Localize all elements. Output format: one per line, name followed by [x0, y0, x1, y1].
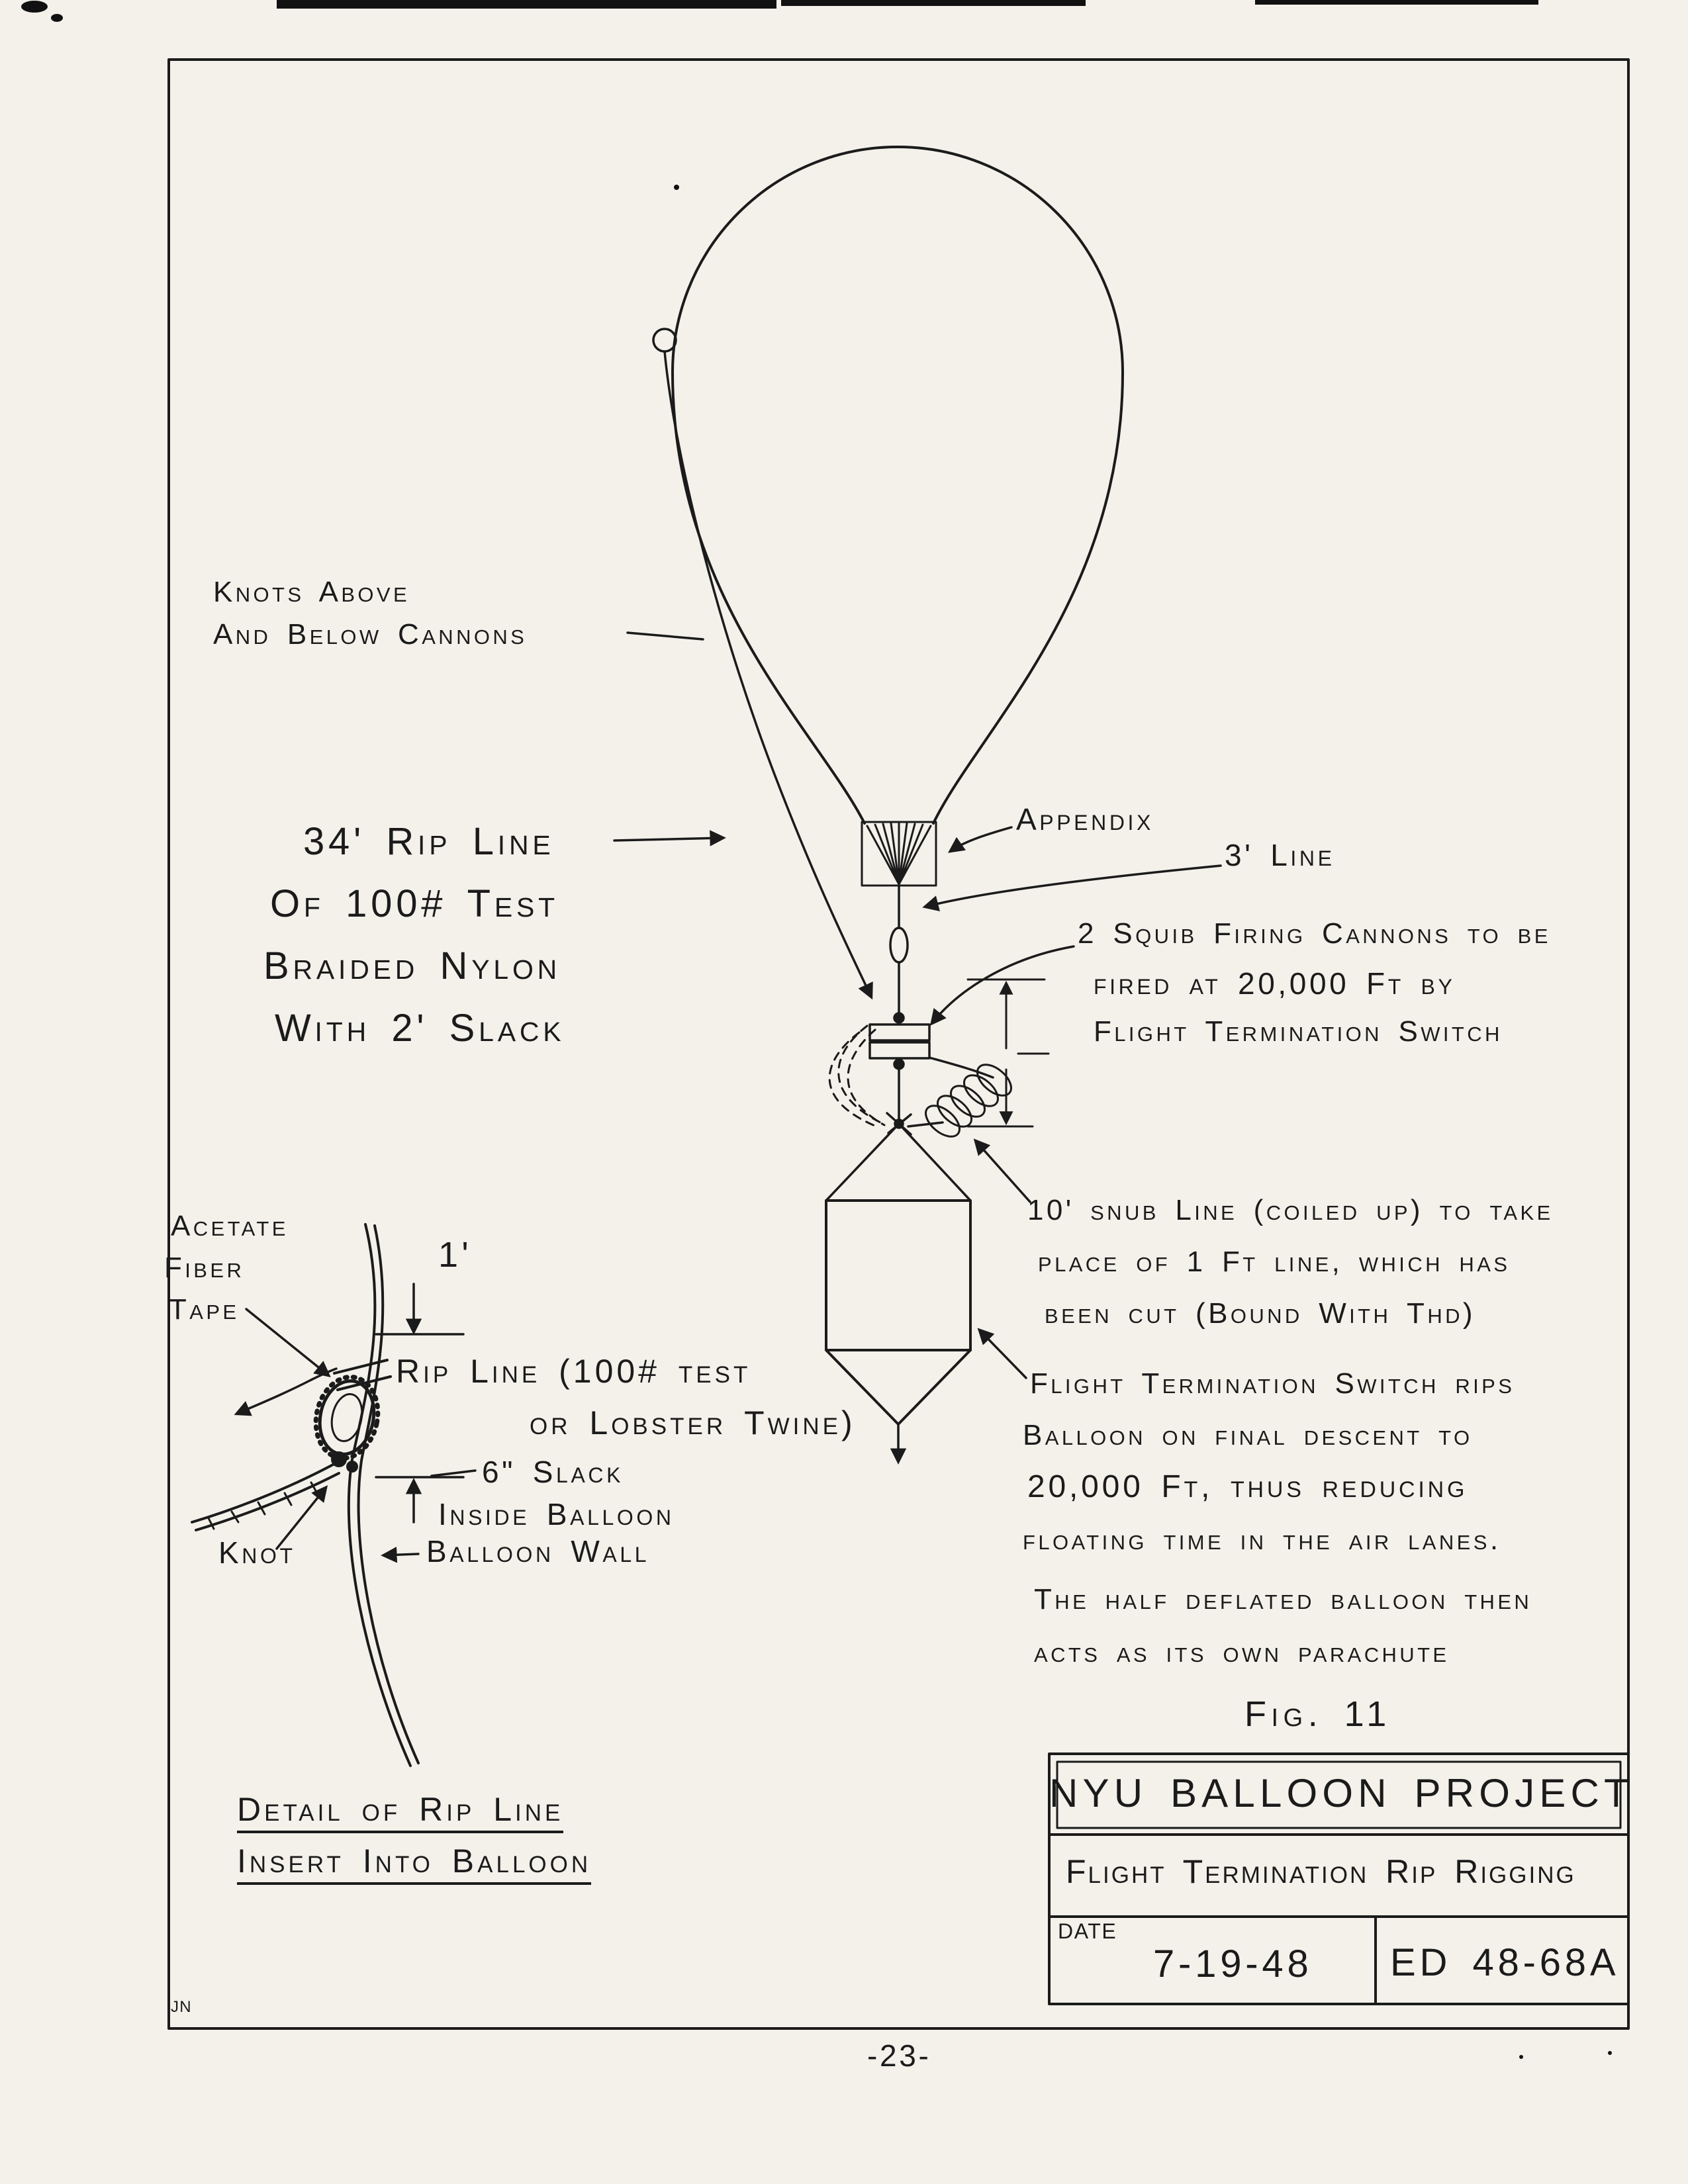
label-knots-line1: Knots Above — [213, 576, 410, 608]
label-fts-line1: Flight Termination Switch rips — [1030, 1367, 1515, 1400]
drawing-frame — [167, 58, 1630, 2030]
label-fts-line5: The half deflated balloon then — [1034, 1583, 1532, 1615]
detail-title-line2: Insert Into Balloon — [237, 1844, 592, 1885]
label-acetate-line2: Fiber — [164, 1251, 245, 1284]
title-block-project-name: NYU BALLOON PROJECT — [1049, 1771, 1633, 1815]
label-knots-line2: And Below Cannons — [213, 618, 528, 651]
label-squib-line1: 2 Squib Firing Cannons to be — [1078, 917, 1551, 950]
label-snub-line2: place of 1 Ft line, which has — [1038, 1246, 1511, 1278]
fts-leader — [977, 1328, 1027, 1379]
lower-rigging — [825, 1056, 994, 1202]
detail-balloon-wall — [347, 1223, 420, 1767]
label-fts-line6: acts as its own parachute — [1034, 1636, 1450, 1668]
payload-box — [825, 1199, 972, 1465]
slack-leader — [430, 1469, 477, 1477]
title-block-date-label: DATE — [1058, 1919, 1117, 1943]
label-fts-line2: Balloon on final descent to — [1023, 1419, 1473, 1451]
detail-title-line1: Detail of Rip Line — [237, 1792, 564, 1833]
ripline34-leader — [613, 830, 726, 846]
label-slack-line1: 6" Slack — [482, 1455, 624, 1489]
appendix-leader — [947, 826, 1013, 853]
label-acetate-line3: Tape — [169, 1293, 240, 1326]
label-one-foot-dim: 1' — [438, 1235, 473, 1275]
label-acetate-line1: Acetate — [171, 1210, 289, 1242]
squib-cannons — [868, 1023, 931, 1070]
dimension-bracket — [966, 978, 1050, 1128]
scan-artifacts — [21, 0, 1612, 2059]
drafter-initials: JN — [171, 1998, 192, 2016]
detail-leaders — [245, 1283, 477, 1563]
label-squib-line2: fired at 20,000 Ft by — [1094, 966, 1456, 1001]
label-knot: Knot — [218, 1535, 296, 1570]
label-ripline34-line3: Braided Nylon — [263, 944, 561, 987]
label-appendix: Appendix — [1016, 802, 1154, 837]
label-3ft-line: 3' Line — [1225, 838, 1335, 872]
leader-lines — [613, 631, 1222, 1379]
label-snub-line1: 10' snub Line (coiled up) to take — [1027, 1194, 1554, 1226]
label-ripline-detail-line2: or Lobster Twine) — [530, 1404, 856, 1441]
appendix-box — [861, 821, 937, 887]
bound-ripline-strands — [828, 1024, 886, 1128]
page-number: -23- — [867, 2038, 931, 2073]
label-squib-line3: Flight Termination Switch — [1094, 1015, 1503, 1048]
detail-tape-patch — [333, 1359, 392, 1391]
line3-leader — [922, 864, 1222, 912]
label-ripline-detail-line1: Rip Line (100# test — [396, 1353, 751, 1390]
label-fts-line3: 20,000 Ft, thus reducing — [1027, 1469, 1468, 1504]
title-block-drawing-number: ED 48-68A — [1390, 1941, 1620, 1984]
label-ripline34-line4: With 2' Slack — [275, 1007, 565, 1050]
figure-number: Fig. 11 — [1244, 1694, 1391, 1734]
label-snub-line3: been cut (Bound With Thd) — [1045, 1297, 1476, 1330]
acetate-leader — [245, 1308, 331, 1378]
label-balloon-wall: Balloon Wall — [426, 1534, 650, 1569]
label-fts-line4: floating time in the air lanes. — [1023, 1524, 1501, 1556]
rip-line — [652, 328, 873, 1000]
balloon-outline — [671, 146, 1124, 825]
title-block-grid — [1048, 1752, 1630, 2005]
balloon-wall-leader — [381, 1547, 420, 1563]
label-ripline34-line1: 34' Rip Line — [303, 820, 555, 863]
snub-coil — [925, 1064, 1012, 1138]
title-block-drawing-title: Flight Termination Rip Rigging — [1066, 1853, 1576, 1890]
snub-leader — [973, 1138, 1031, 1203]
knots-leader — [626, 631, 704, 641]
title-block-date-value: 7-19-48 — [1153, 1942, 1313, 1985]
load-line-and-link — [889, 884, 909, 1024]
label-ripline34-line2: Of 100# Test — [270, 882, 559, 925]
knot-leader — [275, 1485, 328, 1550]
squib-leader — [929, 945, 1075, 1026]
label-slack-line2: Inside Balloon — [438, 1497, 675, 1531]
